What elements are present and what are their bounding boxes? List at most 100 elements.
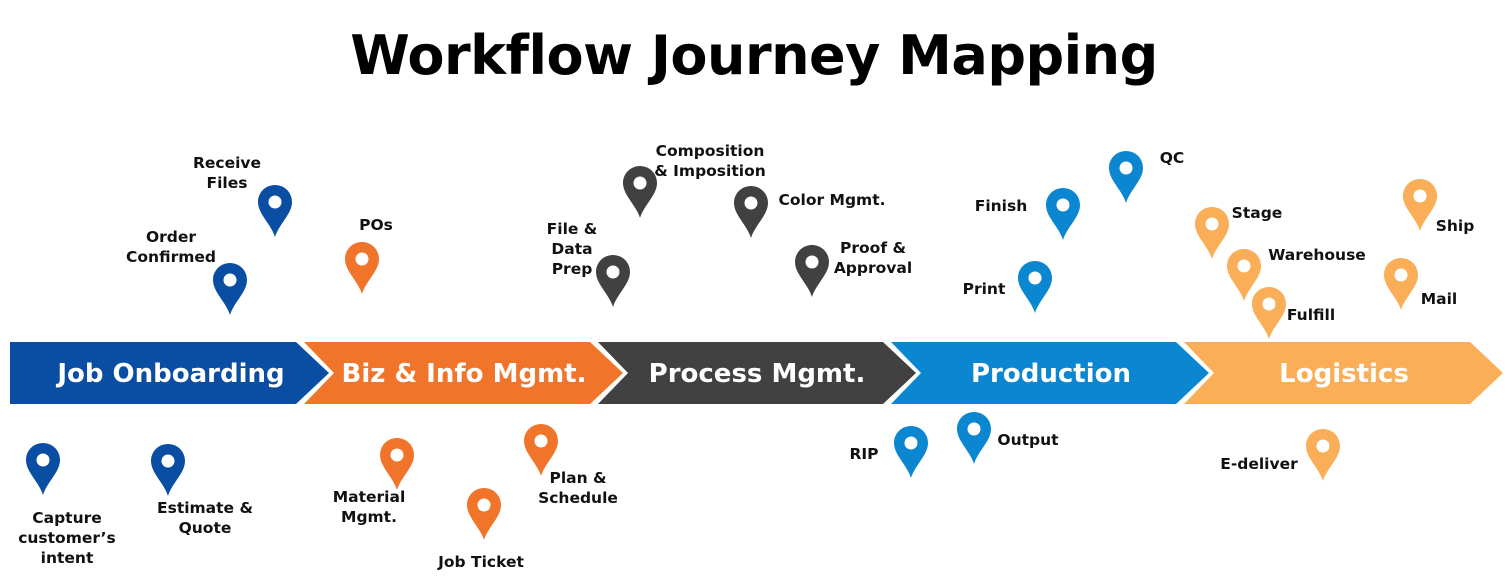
pin-label-composition-imposition: & Imposition <box>654 162 766 180</box>
pin-hole <box>268 195 282 209</box>
map-pin-icon <box>795 245 829 297</box>
map-pin-icon <box>258 185 292 237</box>
stage-label-job-onboarding: Job Onboarding <box>55 359 284 389</box>
pin-hole <box>1028 271 1042 285</box>
pin-label-output: Output <box>997 431 1059 449</box>
pin-mail: Mail <box>1384 258 1457 310</box>
pin-label-mail: Mail <box>1421 290 1458 308</box>
pin-warehouse: Warehouse <box>1227 246 1366 301</box>
map-pin-icon <box>623 166 657 218</box>
map-pin-icon <box>596 255 630 307</box>
map-pin-icon <box>957 412 991 464</box>
pin-output: Output <box>957 412 1059 464</box>
pin-proof-approval: Proof & Approval <box>795 239 912 297</box>
pin-label-file-data-prep: Prep <box>552 260 593 278</box>
map-pin-icon <box>467 488 501 540</box>
stage-label-biz-info: Biz & Info Mgmt. <box>342 359 587 389</box>
map-pin-icon <box>1109 151 1143 203</box>
map-pin-icon <box>1195 207 1229 259</box>
map-pin-icon <box>734 186 768 238</box>
pin-print: Print <box>963 261 1052 313</box>
pin-ship: Ship <box>1403 179 1474 235</box>
pin-label-color-mgmt: Color Mgmt. <box>779 191 886 209</box>
pin-label-proof-approval: Proof & <box>840 239 906 257</box>
pin-label-estimate-quote: Estimate & <box>157 499 253 517</box>
pin-label-qc: QC <box>1160 149 1185 167</box>
pin-hole <box>1056 198 1070 212</box>
pin-label-material-mgmt: Mgmt. <box>341 508 397 526</box>
pin-fulfill: Fulfill <box>1252 287 1335 339</box>
pin-hole <box>161 454 175 468</box>
pin-e-deliver: E-deliver <box>1220 429 1340 481</box>
pin-color-mgmt: Color Mgmt. <box>734 186 886 238</box>
map-pin-icon <box>26 443 60 495</box>
page-title: Workflow Journey Mapping <box>350 24 1158 87</box>
pin-label-material-mgmt: Material <box>333 488 406 506</box>
pin-hole <box>36 453 50 467</box>
pin-label-job-ticket: Job Ticket <box>437 553 524 571</box>
pin-label-capture-intent: intent <box>41 549 94 567</box>
pin-label-receive-files: Receive <box>193 154 261 172</box>
pin-hole <box>744 196 758 210</box>
pin-hole <box>355 252 369 266</box>
pin-hole <box>633 176 647 190</box>
pin-label-plan-schedule: Schedule <box>538 489 618 507</box>
pin-label-order-confirmed: Order <box>146 228 196 246</box>
pin-hole <box>805 255 819 269</box>
map-pin-icon <box>524 424 558 476</box>
pin-hole <box>967 422 981 436</box>
map-pin-icon <box>213 263 247 315</box>
pin-label-proof-approval: Approval <box>834 259 912 277</box>
pin-label-fulfill: Fulfill <box>1287 306 1335 324</box>
stage-label-logistics: Logistics <box>1279 359 1409 389</box>
pin-label-capture-intent: customer’s <box>18 529 116 547</box>
pin-hole <box>1119 161 1133 175</box>
map-pin-icon <box>1252 287 1286 339</box>
pin-label-order-confirmed: Confirmed <box>126 248 216 266</box>
pin-job-ticket: Job Ticket <box>437 488 524 571</box>
stage-arrow-production <box>891 342 1209 404</box>
pin-hole <box>1413 189 1427 203</box>
map-pin-icon <box>1227 249 1261 301</box>
pin-label-warehouse: Warehouse <box>1268 246 1366 264</box>
pin-label-composition-imposition: Composition <box>656 142 765 160</box>
pin-stage: Stage <box>1195 204 1282 259</box>
stage-label-process: Process Mgmt. <box>649 359 866 389</box>
pin-qc: QC <box>1109 149 1184 203</box>
map-pin-icon <box>345 242 379 294</box>
pin-label-file-data-prep: File & <box>547 220 598 238</box>
pin-label-estimate-quote: Quote <box>179 519 232 537</box>
map-pin-icon <box>1403 179 1437 231</box>
pin-label-print: Print <box>963 280 1006 298</box>
pin-label-finish: Finish <box>975 197 1028 215</box>
pin-label-e-deliver: E-deliver <box>1220 455 1298 473</box>
map-pin-icon <box>1018 261 1052 313</box>
pin-finish: Finish <box>975 188 1080 240</box>
stage-arrows: Job Onboarding Biz & Info Mgmt. Process Mg… <box>10 342 1503 404</box>
stage-arrow-logistics <box>1184 342 1503 404</box>
pin-rip: RIP <box>849 426 928 478</box>
map-pin-icon <box>894 426 928 478</box>
pin-hole <box>390 448 404 462</box>
map-pin-icon <box>151 444 185 496</box>
pin-label-file-data-prep: Data <box>551 240 592 258</box>
pin-hole <box>477 498 491 512</box>
stage-arrow-job-onboarding <box>10 342 329 404</box>
pin-markers: ReceiveFilesOrderConfirmedCapturecustome… <box>18 142 1474 571</box>
pin-estimate-quote: Estimate & Quote <box>151 444 253 537</box>
pin-label-receive-files: Files <box>207 174 248 192</box>
pin-composition-imposition: Composition & Imposition <box>623 142 766 218</box>
map-pin-icon <box>1046 188 1080 240</box>
pin-hole <box>223 273 237 287</box>
pin-hole <box>1394 268 1408 282</box>
map-pin-icon <box>1384 258 1418 310</box>
pin-label-plan-schedule: Plan & <box>549 469 606 487</box>
map-pin-icon <box>1306 429 1340 481</box>
pin-label-pos: POs <box>359 216 393 234</box>
